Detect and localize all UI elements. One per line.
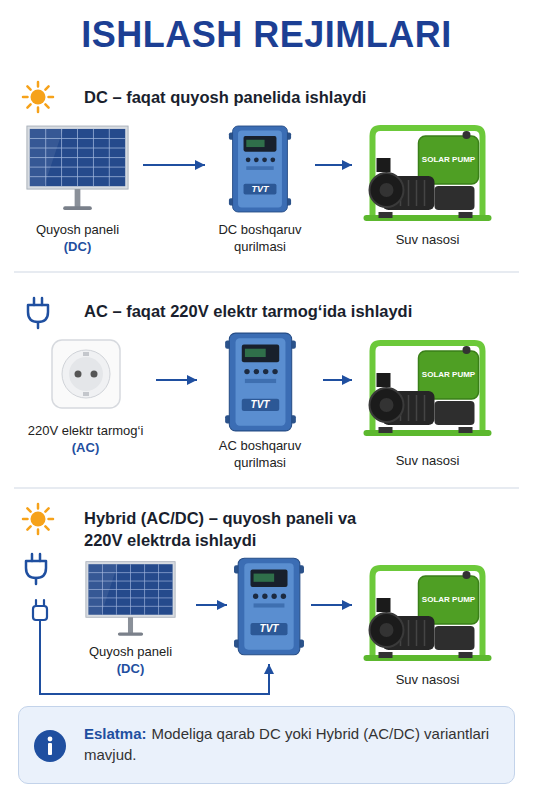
cable-connector	[33, 600, 47, 620]
pump-text: SOLAR PUMP	[418, 595, 479, 605]
note-heading: Eslatma:	[84, 725, 147, 742]
socket-well	[69, 357, 103, 391]
section-heading: AC – faqat 220V elektr tarmog‘ida ishlay…	[84, 300, 524, 322]
device-node: TVT AC boshqaruv qurilmasi	[200, 328, 320, 472]
socket-hole	[91, 371, 98, 378]
section-heading: Hybrid (AC/DC) – quyosh paneli va 220V e…	[84, 507, 374, 551]
plug-icon	[26, 554, 46, 584]
socket-ring	[62, 350, 110, 398]
section-heading: DC – faqat quyosh panelida ishlaydi	[84, 86, 514, 108]
separator	[14, 271, 519, 272]
brand-text: TVT	[208, 184, 312, 195]
device-node: SOLAR PUMP Suv nasosi	[355, 333, 500, 470]
brand-text: TVT	[200, 399, 320, 411]
caption-text: Quyosh paneli	[68, 644, 193, 661]
flow-arrow	[196, 604, 227, 606]
caption-text: (DC)	[15, 239, 140, 256]
solar-panel	[27, 126, 128, 210]
controller-device	[229, 126, 291, 212]
pump-text: SOLAR PUMP	[418, 155, 479, 165]
device-node: SOLAR PUMP Suv nasosi	[355, 118, 500, 249]
plug-icon	[28, 298, 48, 328]
connector-body	[33, 606, 47, 620]
caption-text: Suv nasosi	[355, 232, 500, 249]
caption-text: (DC)	[68, 661, 193, 678]
flow-arrow	[323, 379, 352, 381]
socket-plate	[52, 340, 120, 408]
caption-text: DC boshqaruv qurilmasi	[208, 222, 312, 256]
separator	[14, 487, 519, 488]
note-box: Eslatma:Modeliga qarab DC yoki Hybrid (A…	[18, 706, 515, 784]
page-title: ISHLASH REJIMLARI	[0, 14, 533, 56]
controller-device	[225, 333, 296, 431]
sun-icon	[23, 504, 53, 534]
flow-arrow	[315, 164, 352, 166]
controller-device	[234, 558, 304, 655]
device-node: SOLAR PUMP Suv nasosi	[355, 558, 500, 689]
socket-hole	[75, 371, 82, 378]
info-icon	[33, 729, 67, 763]
device-node: Quyosh paneli(DC)	[15, 120, 140, 256]
caption-text: (AC)	[18, 440, 153, 457]
flow-arrow	[156, 379, 197, 381]
caption-text: Suv nasosi	[355, 453, 500, 470]
caption-text: AC boshqaruv qurilmasi	[200, 438, 320, 472]
info-circle	[34, 730, 66, 762]
sun-icon	[23, 82, 53, 112]
pump-text: SOLAR PUMP	[418, 370, 479, 380]
info-stem	[48, 743, 52, 755]
water-pump	[367, 128, 489, 218]
water-pump	[367, 568, 489, 658]
caption-text: Quyosh paneli	[15, 222, 140, 239]
caption-text: 220V elektr tarmog‘i	[18, 423, 153, 440]
water-pump	[367, 343, 489, 433]
wall-socket	[52, 340, 120, 408]
solar-panel	[86, 562, 175, 636]
ac-wire	[40, 620, 269, 694]
device-node: Quyosh paneli(DC)	[68, 560, 193, 678]
socket-ground	[83, 352, 89, 356]
device-node: 220V elektr tarmog‘i(AC)	[18, 335, 153, 457]
device-node: TVT	[230, 553, 308, 663]
device-node: TVT DC boshqaruv qurilmasi	[208, 120, 312, 256]
info-dot	[48, 737, 53, 742]
socket-ground	[83, 392, 89, 396]
caption-text: Suv nasosi	[355, 672, 500, 689]
brand-text: TVT	[230, 623, 308, 635]
flow-arrow	[143, 164, 205, 166]
flow-arrow	[311, 604, 352, 606]
